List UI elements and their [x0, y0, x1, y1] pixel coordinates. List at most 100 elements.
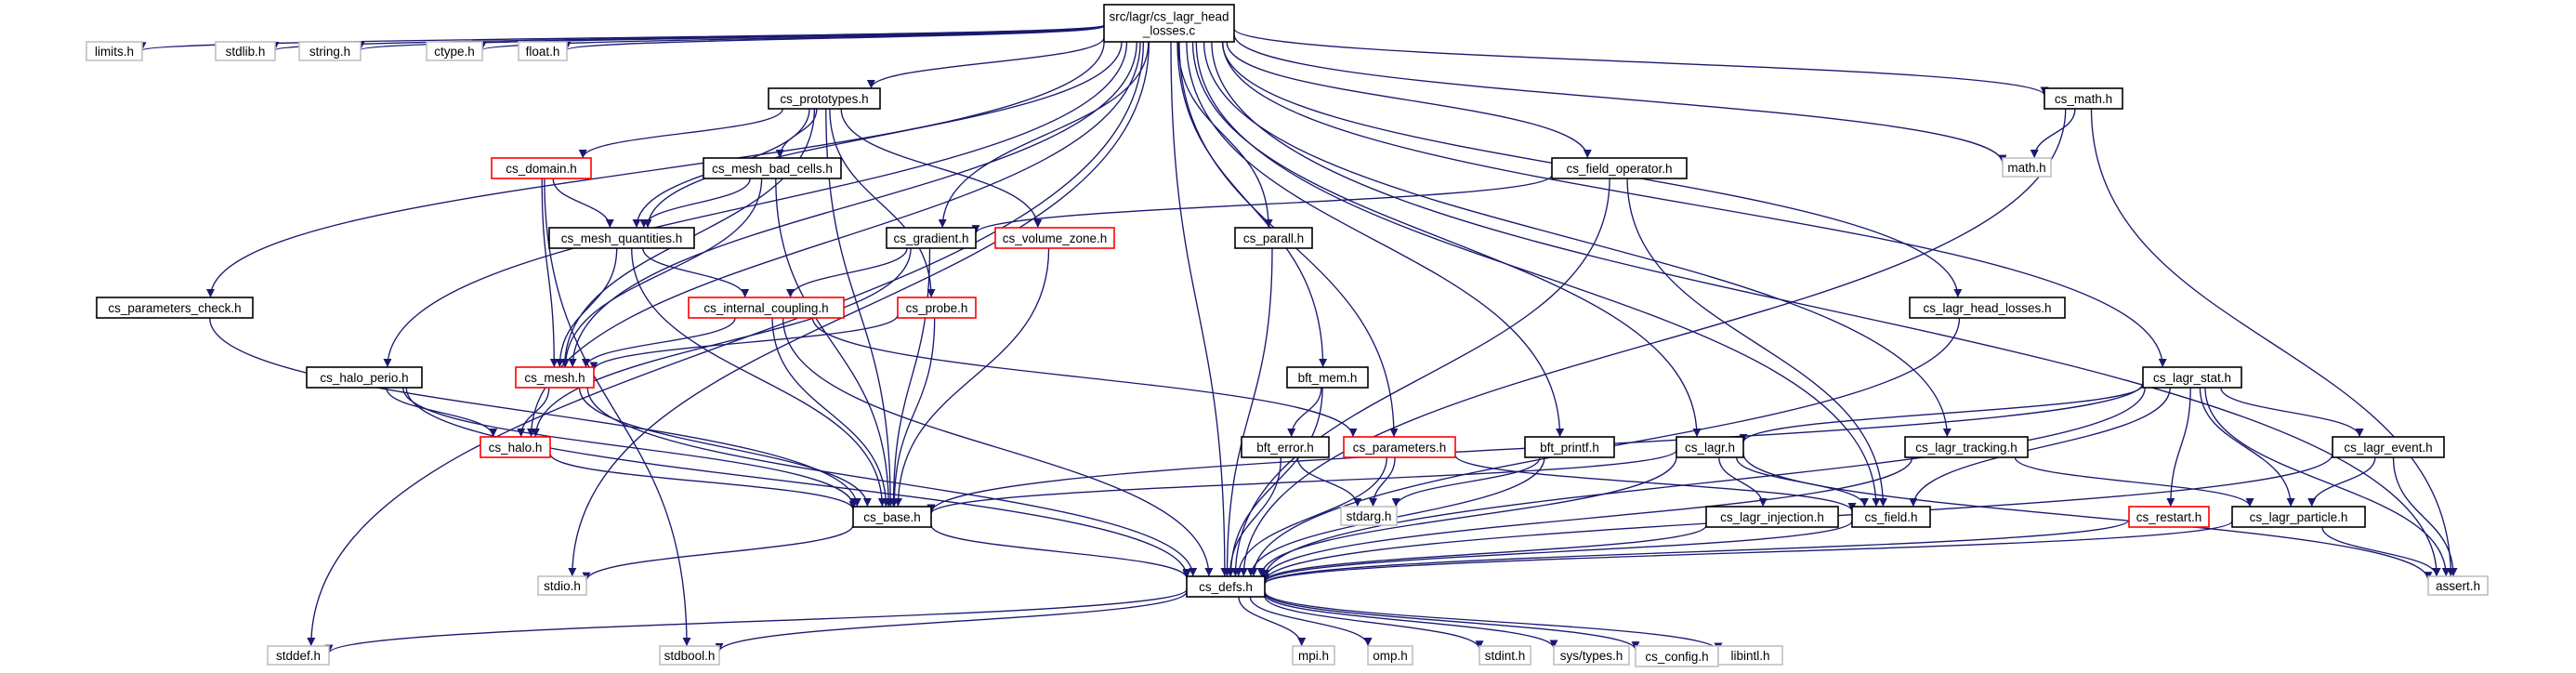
node-root[interactable]: src/lagr/cs_lagr_head_losses.c [1103, 4, 1235, 43]
node-halo[interactable]: cs_halo.h [480, 436, 551, 458]
node-lagr_tracking[interactable]: cs_lagr_tracking.h [1904, 436, 2029, 458]
node-volume_zone[interactable]: cs_volume_zone.h [994, 227, 1115, 249]
node-field_operator[interactable]: cs_field_operator.h [1551, 157, 1688, 179]
node-gradient[interactable]: cs_gradient.h [886, 227, 977, 249]
node-box-volume_zone [994, 227, 1115, 249]
edge-lagr_stat-to-lagr_event [2220, 387, 2364, 438]
node-stdint: stdint.h [1479, 645, 1531, 666]
node-box-lagr [1676, 436, 1744, 458]
node-label-math_h: math.h [2007, 161, 2045, 175]
node-box-bft_mem [1286, 366, 1369, 389]
node-bft_printf[interactable]: bft_printf.h [1524, 436, 1615, 458]
edge-lagr_injection-to-defs [1260, 524, 1707, 582]
edge-root-to-float [562, 25, 1105, 51]
node-box-mpi [1292, 645, 1335, 666]
edge-bft_mem-to-bft_error [1287, 387, 1322, 438]
node-lagr_event[interactable]: cs_lagr_event.h [2332, 436, 2445, 458]
node-label-stdio: stdio.h [544, 579, 581, 593]
node-box-libintl [1717, 645, 1783, 666]
edge-bft_mem-to-defs [1226, 387, 1323, 577]
node-stdio: stdio.h [537, 575, 587, 596]
node-prototypes[interactable]: cs_prototypes.h [768, 87, 881, 110]
node-box-math [2044, 87, 2123, 110]
node-parameters_check[interactable]: cs_parameters_check.h [96, 297, 254, 319]
edge-field_operator-to-gradient [971, 174, 1553, 234]
edge-parall-to-defs [1223, 247, 1273, 577]
node-mesh[interactable]: cs_mesh.h [515, 366, 595, 389]
node-label-sys_types: sys/types.h [1560, 649, 1623, 663]
edge-mesh_quantities-to-internal_coupling [642, 247, 750, 298]
edge-mesh_bad_cells-to-mesh [560, 178, 763, 368]
node-lagr_head_losses[interactable]: cs_lagr_head_losses.h [1909, 297, 2066, 319]
node-math[interactable]: cs_math.h [2044, 87, 2123, 110]
edge-defs-to-sys_types [1264, 593, 1558, 649]
node-domain[interactable]: cs_domain.h [491, 157, 592, 179]
node-lagr_stat[interactable]: cs_lagr_stat.h [2142, 366, 2242, 389]
node-base[interactable]: cs_base.h [852, 506, 932, 528]
node-mesh_bad_cells[interactable]: cs_mesh_bad_cells.h [703, 157, 842, 179]
node-box-mesh_bad_cells [703, 157, 842, 179]
edge-bft_error-to-defs [1226, 456, 1281, 577]
node-bft_error[interactable]: bft_error.h [1241, 436, 1330, 458]
edge-domain-to-mesh [541, 178, 559, 368]
edge-mesh-to-defs [586, 387, 1198, 577]
node-box-probe [897, 297, 977, 319]
node-label-lagr_head_losses: cs_lagr_head_losses.h [1923, 301, 2051, 315]
node-label-bft_mem: bft_mem.h [1298, 371, 1358, 385]
node-string: string.h [298, 41, 361, 61]
node-label-libintl: libintl.h [1730, 649, 1769, 663]
node-label-volume_zone: cs_volume_zone.h [1003, 231, 1108, 245]
node-field[interactable]: cs_field.h [1851, 506, 1931, 528]
edge-lagr-to-defs [1256, 456, 1677, 577]
node-label-lagr_tracking: cs_lagr_tracking.h [1915, 441, 2017, 455]
node-probe[interactable]: cs_probe.h [897, 297, 977, 319]
edge-field_operator-to-defs [1230, 178, 1610, 577]
node-bft_mem[interactable]: bft_mem.h [1286, 366, 1369, 389]
node-box-lagr_stat [2142, 366, 2242, 389]
node-label-restart: cs_restart.h [2136, 510, 2202, 524]
edge-lagr_stat-to-lagr_particle [2199, 387, 2295, 508]
node-lagr_particle[interactable]: cs_lagr_particle.h [2231, 506, 2366, 528]
edge-lagr_tracking-to-lagr_particle [2014, 456, 2254, 508]
node-parall[interactable]: cs_parall.h [1234, 227, 1313, 249]
edge-probe-to-mesh [589, 314, 899, 371]
edge-mesh_bad_cells-to-mesh_quantities [639, 178, 751, 229]
edge-defs-to-mpi [1238, 596, 1307, 647]
node-label-limits: limits.h [95, 45, 134, 59]
edge-halo_perio-to-defs [405, 387, 1191, 577]
edge-root-to-field [1195, 41, 1881, 508]
node-config: cs_config.h [1635, 645, 1719, 667]
edge-bft_error-to-stdarg [1296, 456, 1362, 508]
node-label-defs: cs_defs.h [1199, 580, 1253, 594]
node-defs[interactable]: cs_defs.h [1186, 575, 1266, 598]
edge-root-to-math_h [1233, 33, 2007, 164]
node-label-mesh_quantities: cs_mesh_quantities.h [561, 231, 683, 245]
edge-root-to-gradient [938, 41, 1150, 229]
edge-root-to-assert [1211, 41, 2441, 577]
edge-lagr_stat-to-restart [2166, 387, 2191, 508]
edge-root-to-field_operator [1226, 41, 1592, 159]
edge-prototypes-to-domain [578, 108, 783, 159]
node-halo_perio[interactable]: cs_halo_perio.h [306, 366, 423, 389]
node-internal_coupling[interactable]: cs_internal_coupling.h [688, 297, 845, 319]
edge-math-to-defs [1239, 108, 2067, 577]
node-parameters[interactable]: cs_parameters.h [1343, 436, 1456, 458]
node-box-omp [1367, 645, 1413, 666]
edge-root-to-string [357, 24, 1105, 51]
node-stdarg: stdarg.h [1340, 506, 1398, 526]
node-lagr[interactable]: cs_lagr.h [1676, 436, 1744, 458]
edge-mesh_bad_cells-to-base [775, 178, 893, 508]
node-label-stdint: stdint.h [1485, 649, 1526, 663]
edge-lagr_stat-to-assert [2204, 387, 2451, 577]
node-box-float [518, 41, 568, 61]
node-box-string [298, 41, 361, 61]
node-lagr_injection[interactable]: cs_lagr_injection.h [1705, 506, 1839, 528]
node-label-bft_error: bft_error.h [1256, 441, 1314, 455]
edge-bft_printf-to-stdarg [1391, 456, 1541, 508]
edge-math-to-assert [2090, 108, 2455, 577]
node-mesh_quantities[interactable]: cs_mesh_quantities.h [548, 227, 695, 249]
node-label-assert: assert.h [2436, 579, 2480, 593]
node-label-lagr_particle: cs_lagr_particle.h [2250, 510, 2348, 524]
node-label-internal_coupling: cs_internal_coupling.h [703, 301, 828, 315]
node-restart[interactable]: cs_restart.h [2128, 506, 2210, 528]
